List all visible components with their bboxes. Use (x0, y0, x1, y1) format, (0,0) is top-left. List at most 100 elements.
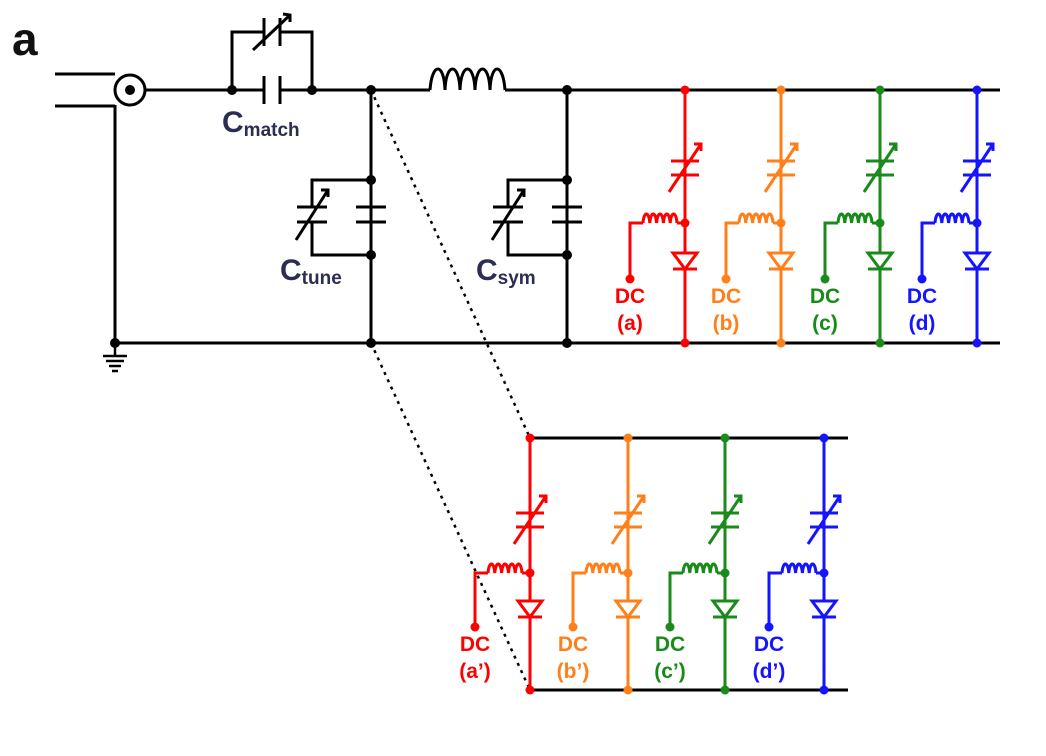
varactor-arrowhead (694, 142, 703, 151)
junction-dot (720, 433, 730, 443)
c-sym-capacitor (490, 90, 582, 343)
bias-inductor (584, 562, 622, 574)
bias-inductor (836, 212, 874, 224)
junction-dot (819, 568, 829, 578)
dc-lead (668, 571, 683, 627)
diode-icon (809, 599, 839, 620)
main-wiring (113, 88, 1000, 692)
panel-label: a (12, 13, 38, 65)
channel-0: DC (a) (615, 85, 703, 348)
junction-dot (776, 218, 786, 228)
dc-lead (767, 571, 782, 627)
junction-dot (680, 85, 690, 95)
dc-terminal (665, 622, 675, 632)
channel-label: (a’) (459, 660, 491, 683)
c-match-label: Cmatch (222, 106, 300, 141)
dc-lead (473, 571, 488, 627)
coax-connector (55, 72, 147, 108)
dc-label: DC (558, 633, 588, 656)
dc-lead (628, 221, 643, 279)
dc-lead (920, 221, 935, 279)
channel-label: (d’) (753, 660, 786, 683)
dc-terminal (820, 274, 830, 284)
c-tune-capacitor (294, 90, 386, 343)
varactor-arrowhead (986, 142, 995, 151)
dc-terminal (625, 274, 635, 284)
junction-dot (819, 433, 829, 443)
channel-0: DC(a’) (459, 433, 548, 695)
dc-label: DC (615, 285, 645, 308)
varactor-arrow (763, 143, 799, 193)
channel-1: DC(b) (711, 85, 799, 348)
varactor-arrowhead (833, 494, 842, 503)
varactor-channels: DC(a)DC(b)DC(c)DC(d) (615, 85, 995, 348)
channel-3: DC (d) (907, 85, 995, 348)
c-sym-label: Csym (476, 254, 536, 289)
bias-inductor (737, 212, 775, 224)
diode-icon (515, 599, 545, 620)
junction-dot (875, 218, 885, 228)
junction-dot (525, 685, 535, 695)
dc-label: DC (907, 285, 937, 308)
junction-dot (720, 685, 730, 695)
dc-lead (571, 571, 586, 627)
diode-icon (670, 251, 700, 272)
diode-icon (710, 599, 740, 620)
varactor-arrow (862, 143, 898, 193)
channel-label: (c’) (654, 660, 686, 683)
junction-dots (110, 85, 572, 348)
junction-dot (875, 85, 885, 95)
junction-dot (875, 338, 885, 348)
dc-label: DC (810, 285, 840, 308)
dc-label: DC (655, 633, 685, 656)
junction-dot (972, 338, 982, 348)
dc-label: DC (711, 285, 741, 308)
channel-3: DC(d’) (753, 433, 842, 695)
junction-dot (680, 338, 690, 348)
junction-dot (972, 218, 982, 228)
varactor-arrow (806, 495, 842, 545)
junction-dot (525, 568, 535, 578)
varactor-arrow (667, 143, 703, 193)
varactor-arrow (707, 495, 743, 545)
varactor-arrowhead (539, 494, 548, 503)
channel-2: DC (c’) (654, 433, 743, 695)
channel-1: DC(b’) (557, 433, 646, 695)
varactor-channels-inset: DC(a’)DC(b’)DC(c’)DC(d’) (459, 433, 842, 695)
channel-label: (d) (909, 312, 936, 335)
varactor-arrow (512, 495, 548, 545)
varactor-arrow (610, 495, 646, 545)
dc-terminal (568, 622, 578, 632)
dc-lead (724, 221, 739, 279)
junction-dot (680, 218, 690, 228)
varactor-arrow (959, 143, 995, 193)
c-tune-label: Ctune (280, 254, 342, 289)
varactor-arrowhead (790, 142, 799, 151)
c-match-capacitor (230, 12, 314, 104)
diode-icon (766, 251, 796, 272)
junction-dot (776, 85, 786, 95)
ground-icon (103, 343, 127, 373)
junction-dot (776, 338, 786, 348)
junction-dot (623, 685, 633, 695)
bias-inductor (780, 562, 818, 574)
varactor-arrowhead (734, 494, 743, 503)
varactor-arrowhead (889, 142, 898, 151)
junction-dot (623, 568, 633, 578)
channel-2: DC (c) (810, 85, 898, 348)
dc-terminal (764, 622, 774, 632)
zoom-guide-lines (369, 89, 532, 691)
bias-inductor (933, 212, 971, 224)
bias-inductor (641, 212, 679, 224)
dc-terminal (917, 274, 927, 284)
channel-label: (a) (617, 312, 643, 335)
bias-inductor (681, 562, 719, 574)
diode-icon (962, 251, 992, 272)
channel-label: (c) (812, 312, 838, 335)
junction-dot (819, 685, 829, 695)
junction-dot (623, 433, 633, 443)
dc-lead (823, 221, 838, 279)
varactor-arrowhead (637, 494, 646, 503)
dc-terminal (470, 622, 480, 632)
